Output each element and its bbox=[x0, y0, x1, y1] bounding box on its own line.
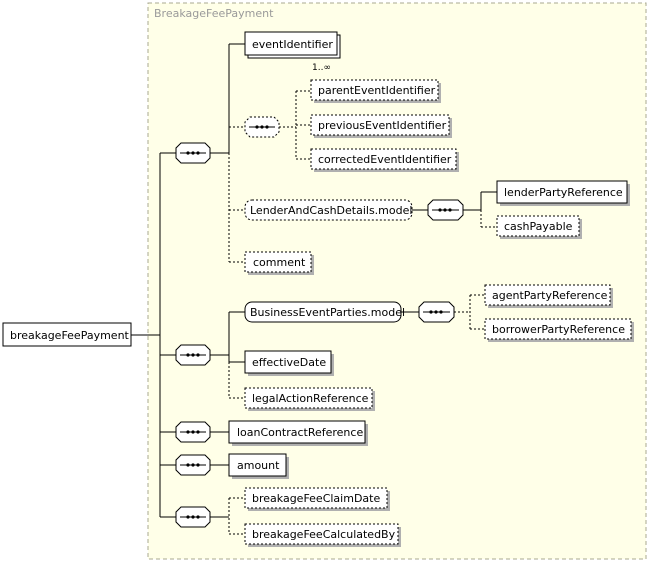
element-agentPartyReference[interactable]: agentPartyReference bbox=[484, 284, 613, 308]
group-LenderAndCashDetails-model-label: LenderAndCashDetails.model bbox=[250, 204, 412, 217]
root-element-label: breakageFeePayment bbox=[10, 329, 130, 342]
element-legalActionReference[interactable]: legalActionReference bbox=[244, 387, 375, 411]
connectors bbox=[131, 43, 497, 535]
element-borrowerPartyReference-label: borrowerPartyReference bbox=[492, 323, 625, 336]
group-BusinessEventParties-model[interactable]: BusinessEventParties.model bbox=[244, 301, 405, 323]
element-amount[interactable]: amount bbox=[228, 453, 289, 479]
element-lenderPartyReference-label: lenderPartyReference bbox=[504, 186, 623, 199]
optional-sequence-compositor[interactable] bbox=[244, 116, 280, 138]
element-previousEventIdentifier-label: previousEventIdentifier bbox=[318, 119, 447, 132]
element-breakageFeeCalculatedBy-label: breakageFeeCalculatedBy bbox=[252, 528, 396, 541]
element-loanContractReference[interactable]: loanContractReference bbox=[228, 420, 368, 446]
element-amount-label: amount bbox=[237, 459, 280, 472]
element-correctedEventIdentifier-label: correctedEventIdentifier bbox=[318, 153, 452, 166]
element-cashPayable[interactable]: cashPayable bbox=[496, 215, 582, 239]
sequence-compositor-lender-model[interactable] bbox=[427, 199, 464, 221]
element-lenderPartyReference[interactable]: lenderPartyReference bbox=[496, 180, 630, 206]
sequence-compositor-2[interactable] bbox=[175, 344, 211, 366]
element-effectiveDate[interactable]: effectiveDate bbox=[244, 350, 334, 376]
sequence-compositor-1[interactable] bbox=[175, 142, 211, 164]
sequence-compositor-3[interactable] bbox=[175, 421, 211, 443]
element-eventIdentifier-label: eventIdentifier bbox=[252, 38, 333, 51]
element-agentPartyReference-label: agentPartyReference bbox=[492, 289, 608, 302]
element-comment-label: comment bbox=[253, 256, 306, 269]
element-breakageFeeCalculatedBy[interactable]: breakageFeeCalculatedBy bbox=[244, 523, 401, 547]
element-effectiveDate-label: effectiveDate bbox=[252, 356, 326, 369]
group-BusinessEventParties-model-label: BusinessEventParties.model bbox=[250, 306, 405, 319]
element-loanContractReference-label: loanContractReference bbox=[237, 426, 363, 439]
element-correctedEventIdentifier[interactable]: correctedEventIdentifier bbox=[310, 148, 459, 172]
element-parentEventIdentifier-label: parentEventIdentifier bbox=[318, 84, 436, 97]
element-eventIdentifier[interactable]: eventIdentifier bbox=[244, 31, 341, 59]
type-box-title: BreakageFeePayment bbox=[154, 7, 274, 20]
element-previousEventIdentifier[interactable]: previousEventIdentifier bbox=[310, 114, 452, 138]
group-LenderAndCashDetails-model[interactable]: LenderAndCashDetails.model bbox=[244, 199, 413, 221]
element-comment[interactable]: comment bbox=[244, 251, 314, 275]
element-legalActionReference-label: legalActionReference bbox=[252, 392, 369, 405]
sequence-compositor-4[interactable] bbox=[175, 454, 211, 476]
element-borrowerPartyReference[interactable]: borrowerPartyReference bbox=[484, 318, 634, 342]
sequence-compositor-5[interactable] bbox=[175, 506, 211, 528]
eventIdentifier-cardinality: 1..∞ bbox=[312, 63, 331, 73]
sequence-compositor-business-model[interactable] bbox=[418, 301, 455, 323]
element-breakageFeeClaimDate-label: breakageFeeClaimDate bbox=[252, 492, 380, 505]
element-parentEventIdentifier[interactable]: parentEventIdentifier bbox=[310, 79, 441, 103]
element-breakageFeeClaimDate[interactable]: breakageFeeClaimDate bbox=[244, 487, 390, 511]
root-element-breakageFeePayment[interactable]: breakageFeePayment bbox=[2, 322, 132, 347]
element-cashPayable-label: cashPayable bbox=[504, 220, 573, 233]
